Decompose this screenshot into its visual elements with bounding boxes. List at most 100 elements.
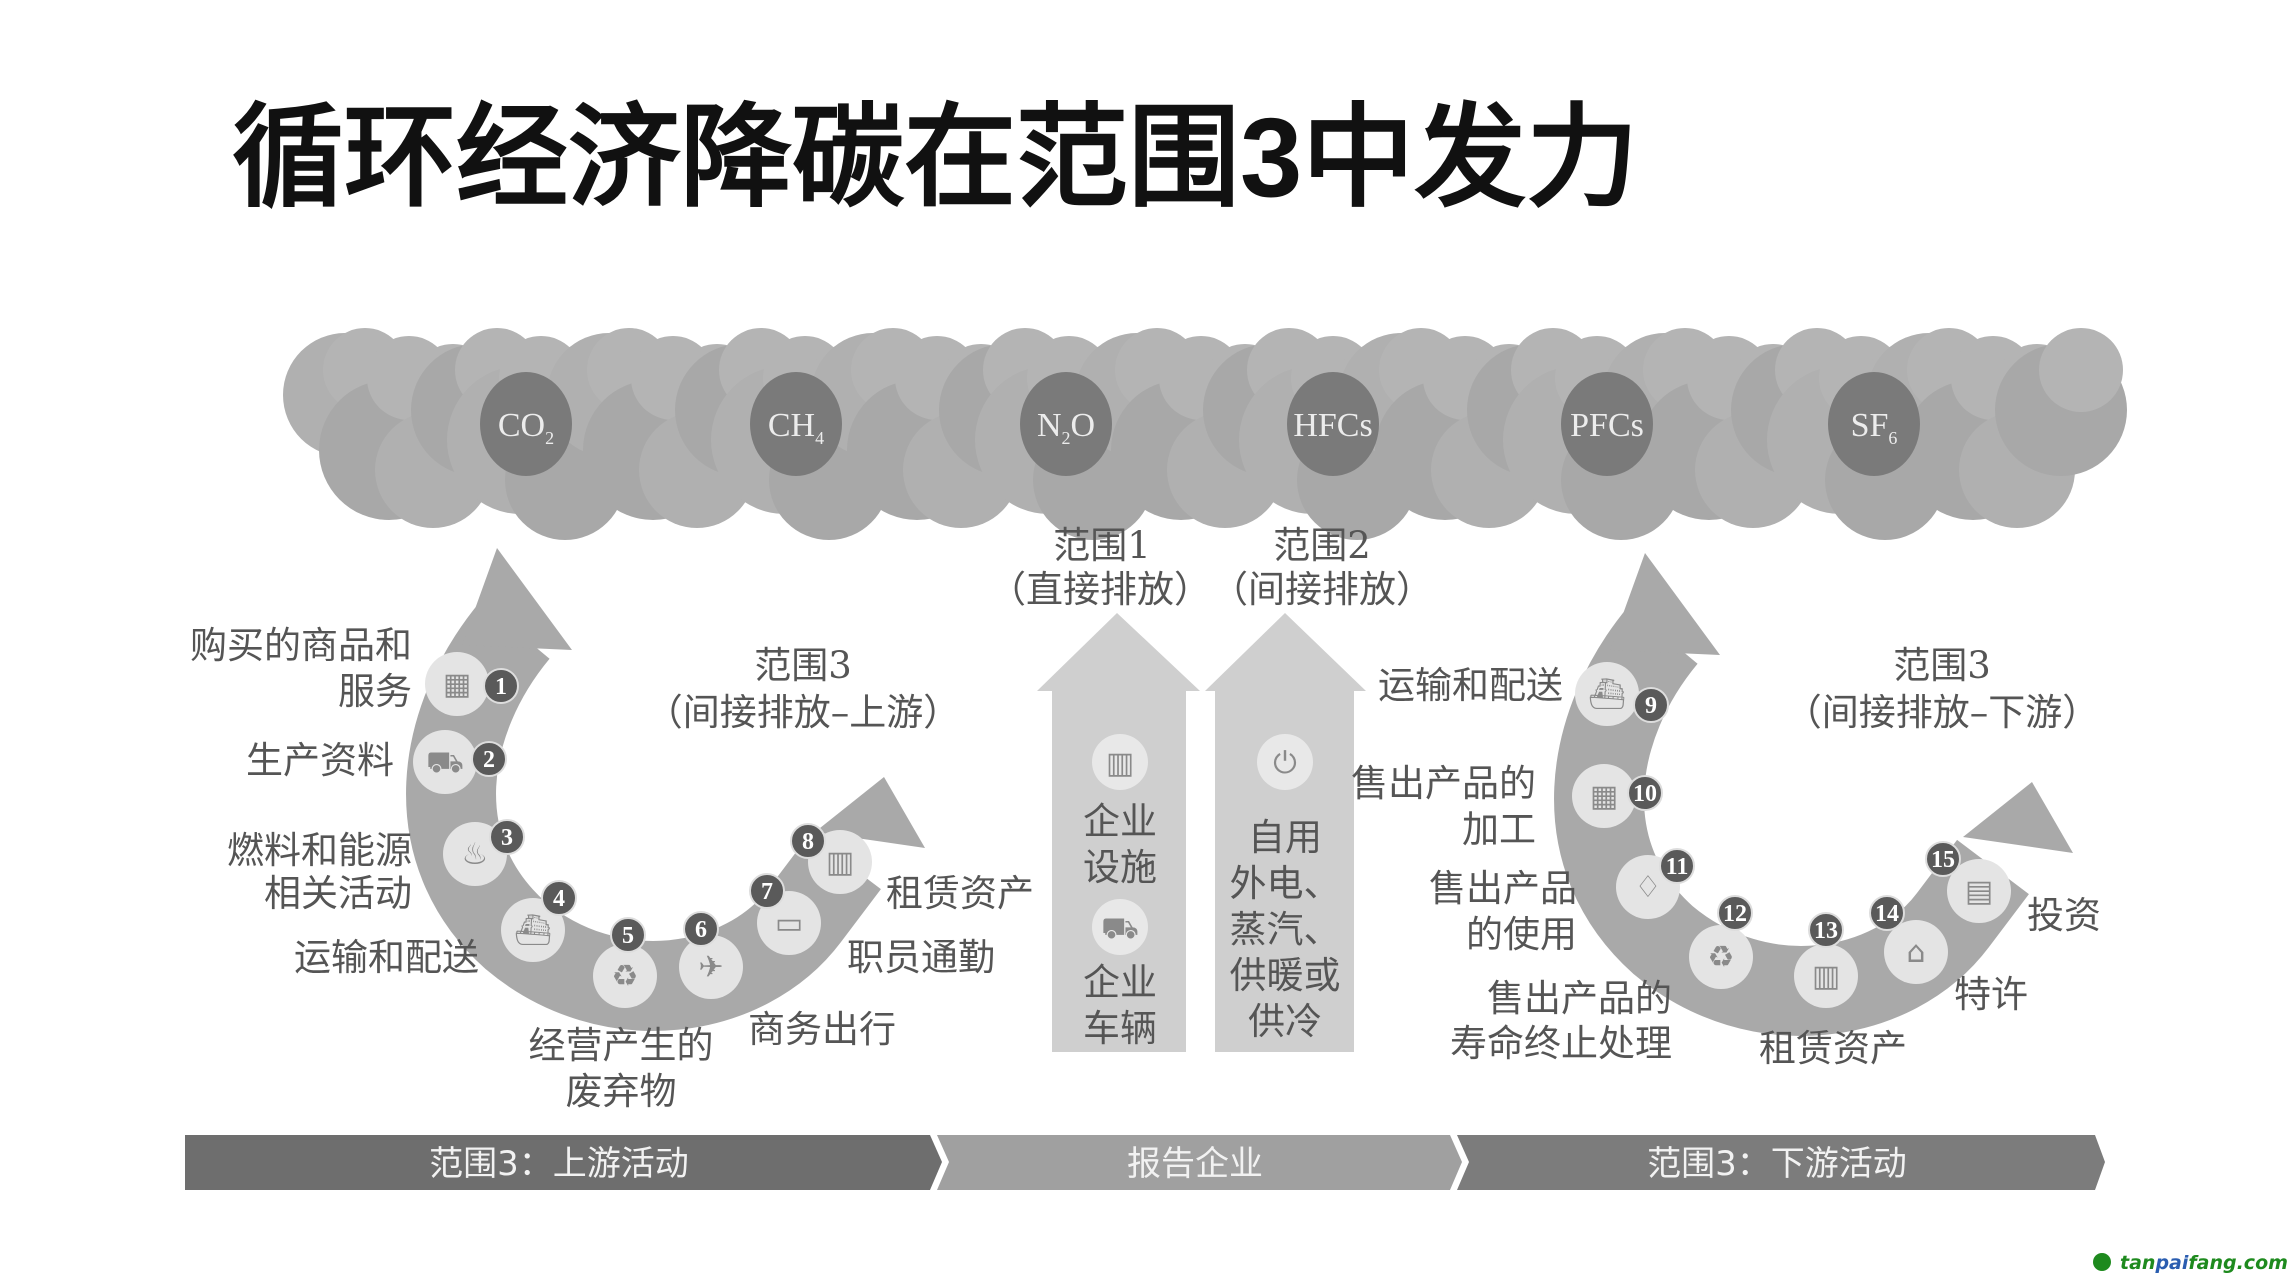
gas-label: SF6 bbox=[1851, 407, 1898, 448]
category-label: 燃料和能源 bbox=[227, 829, 412, 872]
category-icon bbox=[1947, 859, 2011, 923]
category-icon bbox=[593, 944, 657, 1008]
category-number: 14 bbox=[1875, 901, 1899, 927]
watermark-logo-icon bbox=[2093, 1253, 2111, 1271]
bar-label-downstream: 范围3：下游活动 bbox=[1647, 1144, 1907, 1184]
scope1-subtitle: （直接排放） bbox=[989, 568, 1211, 611]
gas-label: CH4 bbox=[768, 407, 824, 448]
category-label: 商务出行 bbox=[748, 1008, 896, 1051]
category-label: 废弃物 bbox=[566, 1070, 677, 1113]
gas-circle bbox=[750, 372, 842, 476]
scope1-title: 范围1 bbox=[1053, 524, 1151, 567]
category-number-badge bbox=[749, 873, 785, 909]
category-glyph-icon: ♢ bbox=[1635, 870, 1662, 905]
bar-label-company: 报告企业 bbox=[1127, 1144, 1263, 1184]
scope2-line: 蒸汽、 bbox=[1230, 908, 1341, 951]
scope1-item-label: 车辆 bbox=[1083, 1007, 1157, 1050]
bar-segment-downstream bbox=[1457, 1135, 2105, 1190]
category-label: 服务 bbox=[338, 670, 412, 713]
category-number: 7 bbox=[761, 879, 773, 905]
category-number-badge bbox=[1869, 895, 1905, 931]
category-number: 1 bbox=[495, 674, 507, 700]
category-number-badge bbox=[790, 823, 826, 859]
scope2-line: 自用 bbox=[1248, 816, 1322, 859]
truck-icon bbox=[1092, 899, 1148, 955]
upstream-heading-sub: （间接排放–上游） bbox=[646, 691, 961, 734]
category-icon bbox=[1572, 764, 1636, 828]
gas-circle bbox=[1287, 372, 1379, 476]
scope2-line: 供冷 bbox=[1248, 1000, 1322, 1043]
category-number: 8 bbox=[802, 829, 814, 855]
plug-glyph-icon: ⏻ bbox=[1273, 746, 1297, 781]
category-number-badge bbox=[489, 819, 525, 855]
category-label: 购买的商品和 bbox=[190, 624, 412, 667]
scope1-item-label: 企业 bbox=[1083, 961, 1157, 1004]
gas-circle bbox=[1020, 372, 1112, 476]
building-glyph-icon: ▥ bbox=[1106, 746, 1134, 781]
category-label: 投资 bbox=[2027, 894, 2101, 937]
category-number: 3 bbox=[501, 825, 513, 851]
watermark: tanpaifang.com bbox=[2093, 1252, 2288, 1274]
category-icon bbox=[1794, 944, 1858, 1008]
category-icon bbox=[413, 730, 477, 794]
category-label: 特许 bbox=[1954, 973, 2028, 1016]
gas-label: CO2 bbox=[498, 407, 554, 448]
category-nodes: ▦1⛟2♨3⛴4♻5✈6▭7▥8⛴9▦10♢11♻12▥13⌂14▤15 bbox=[413, 652, 2011, 1008]
category-glyph-icon: ▦ bbox=[1590, 779, 1618, 814]
category-glyph-icon: ▥ bbox=[1812, 959, 1840, 994]
watermark-text: tanpaifang.com bbox=[2120, 1252, 2288, 1274]
category-number: 13 bbox=[1814, 918, 1838, 944]
category-glyph-icon: ♻ bbox=[612, 959, 639, 994]
category-number: 6 bbox=[695, 917, 707, 943]
category-number-badge bbox=[483, 668, 519, 704]
category-number: 5 bbox=[622, 923, 634, 949]
scope2-line: 供暖或 bbox=[1230, 954, 1341, 997]
category-glyph-icon: ♻ bbox=[1708, 940, 1735, 975]
downstream-arc bbox=[1554, 553, 2073, 1036]
category-number-badge bbox=[1659, 848, 1695, 884]
category-label: 租赁资产 bbox=[886, 872, 1034, 915]
category-number-badge bbox=[610, 917, 646, 953]
scope1-item-label: 设施 bbox=[1083, 846, 1157, 889]
bar-segment-upstream bbox=[185, 1135, 942, 1190]
scope1-item-label: 企业 bbox=[1083, 800, 1157, 843]
scope2-subtitle: （间接排放） bbox=[1211, 568, 1433, 611]
bar-segment-company bbox=[937, 1135, 1462, 1190]
category-number-badge bbox=[541, 880, 577, 916]
cloud-puff bbox=[2039, 328, 2123, 412]
category-number-badge bbox=[471, 741, 507, 777]
category-number-badge bbox=[1925, 841, 1961, 877]
category-number-badge bbox=[1717, 895, 1753, 931]
category-glyph-icon: ♨ bbox=[462, 837, 489, 872]
category-label: 售出产品的 bbox=[1487, 977, 1672, 1020]
category-glyph-icon: ▭ bbox=[775, 906, 803, 941]
category-label: 运输和配送 bbox=[1378, 664, 1563, 707]
gas-circle bbox=[480, 372, 572, 476]
gas-circle bbox=[1561, 372, 1653, 476]
category-label: 售出产品 bbox=[1429, 867, 1577, 910]
category-number: 2 bbox=[483, 747, 495, 773]
category-label: 寿命终止处理 bbox=[1450, 1022, 1672, 1065]
scope2-arrow bbox=[1205, 613, 1366, 1052]
category-label: 经营产生的 bbox=[529, 1024, 714, 1067]
category-number: 9 bbox=[1645, 693, 1657, 719]
category-number: 4 bbox=[553, 886, 565, 912]
category-number-badge bbox=[1633, 687, 1669, 723]
category-glyph-icon: ⛟ bbox=[426, 745, 464, 780]
downstream-heading: 范围3 bbox=[1893, 644, 1991, 687]
gas-label: HFCs bbox=[1293, 407, 1372, 444]
category-label: 运输和配送 bbox=[294, 936, 479, 979]
truck-glyph-icon: ⛟ bbox=[1101, 911, 1139, 946]
category-icon bbox=[1575, 662, 1639, 726]
gas-label: N2O bbox=[1037, 407, 1095, 448]
bar-label-upstream: 范围3：上游活动 bbox=[429, 1144, 689, 1184]
category-label: 的使用 bbox=[1466, 913, 1577, 956]
category-glyph-icon: ⛴ bbox=[514, 913, 552, 948]
category-label: 职员通勤 bbox=[847, 936, 995, 979]
category-number: 15 bbox=[1931, 847, 1955, 873]
category-label: 售出产品的 bbox=[1351, 762, 1536, 805]
category-number-badge bbox=[1627, 775, 1663, 811]
category-glyph-icon: ⛴ bbox=[1588, 677, 1626, 712]
category-number: 12 bbox=[1723, 901, 1747, 927]
